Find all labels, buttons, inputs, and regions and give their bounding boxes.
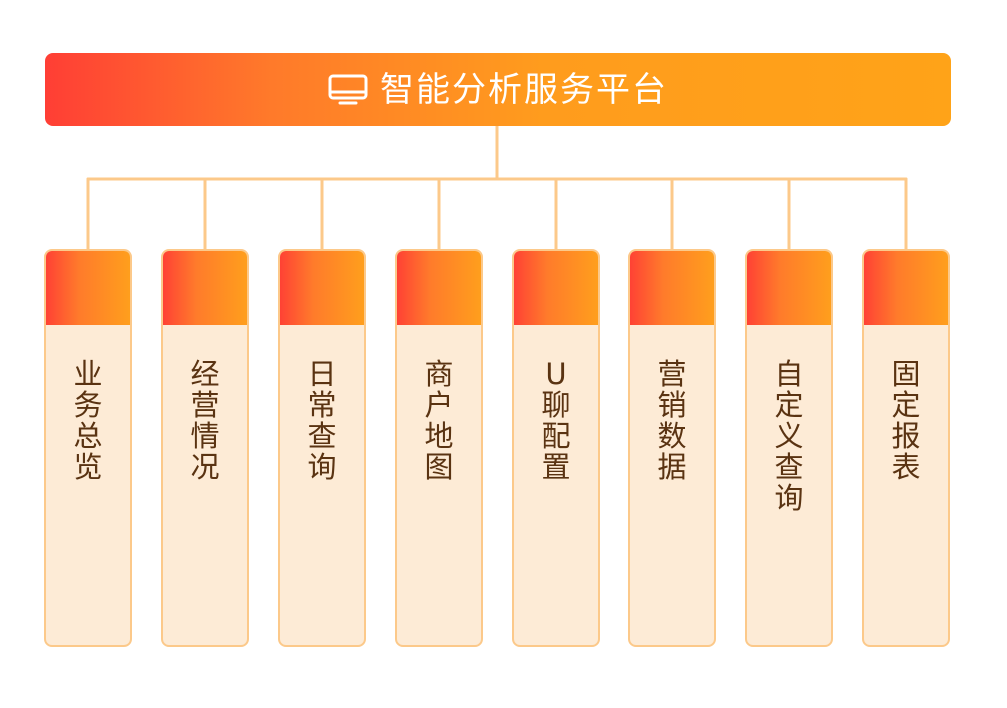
module-card-merchant-map[interactable]: 商户地图 (395, 249, 483, 647)
module-card-business-overview[interactable]: 业务总览 (44, 249, 132, 647)
card-header (280, 251, 364, 325)
card-header (163, 251, 247, 325)
module-card-marketing-data[interactable]: 营销数据 (628, 249, 716, 647)
module-label: U聊配置 (541, 357, 571, 484)
platform-header: 智能分析服务平台 (45, 53, 951, 126)
card-header (864, 251, 948, 325)
card-header (747, 251, 831, 325)
module-label: 经营情况 (190, 357, 220, 484)
module-label: 商户地图 (424, 357, 454, 484)
module-card-custom-query[interactable]: 自定义查询 (745, 249, 833, 647)
module-label: 营销数据 (657, 357, 687, 484)
module-card-operations[interactable]: 经营情况 (161, 249, 249, 647)
card-header (514, 251, 598, 325)
monitor-icon (328, 73, 368, 107)
module-card-fixed-reports[interactable]: 固定报表 (862, 249, 950, 647)
card-header (397, 251, 481, 325)
module-label: 固定报表 (891, 357, 921, 484)
module-card-daily-query[interactable]: 日常查询 (278, 249, 366, 647)
module-label: 业务总览 (73, 357, 103, 484)
module-label: 自定义查询 (774, 357, 804, 515)
module-card-uchat-config[interactable]: U聊配置 (512, 249, 600, 647)
module-label: 日常查询 (307, 357, 337, 484)
platform-title: 智能分析服务平台 (380, 69, 668, 110)
card-header (46, 251, 130, 325)
card-header (630, 251, 714, 325)
